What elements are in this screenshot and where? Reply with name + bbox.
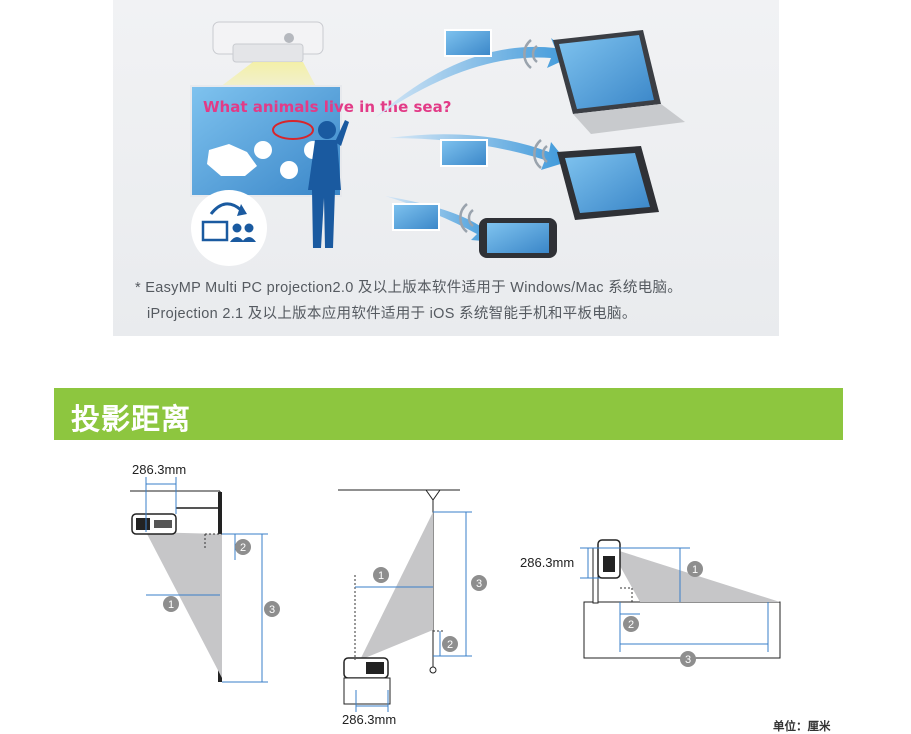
marker-2: [442, 636, 458, 652]
note-iprojection: iProjection 2.1 及以上版本应用软件适用于 iOS 系统智能手机和…: [147, 306, 637, 322]
phone-icon: [479, 218, 557, 258]
marker-3: [471, 575, 487, 591]
projection-sharing-illustration: What animals live in the sea?: [190, 21, 685, 266]
diagram-ceiling-mount: 1 3 2 286.3mm: [338, 489, 487, 727]
marker-2: [235, 539, 251, 555]
marker-3: [264, 601, 280, 617]
diagram-table-mount: 286.3mm 1 2 3: [520, 539, 781, 667]
svg-text:2: 2: [628, 619, 634, 631]
unit-label: 单位：厘米: [773, 719, 831, 733]
projection-beam: [360, 512, 433, 660]
thumbnail-3: [392, 203, 440, 231]
laptop-icon: [553, 30, 685, 134]
dimension-label: 286.3mm: [132, 462, 186, 477]
svg-text:1: 1: [168, 599, 174, 611]
marker-1: [163, 596, 179, 612]
projector-icon: [212, 21, 324, 63]
section-header: 投影距离: [54, 388, 843, 440]
dimension-label: 286.3mm: [342, 712, 396, 727]
presenter-icon: [308, 120, 349, 248]
marker-1: [687, 561, 703, 577]
dimension-label: 286.3mm: [520, 555, 574, 570]
marker-1: [373, 567, 389, 583]
svg-text:3: 3: [269, 604, 275, 616]
thumbnail-2: [440, 139, 488, 167]
svg-text:3: 3: [476, 578, 482, 590]
marker-3: [680, 651, 696, 667]
projection-distance-diagrams: 286.3mm 1 2 3 1 3: [130, 462, 781, 727]
projector-icon: [343, 657, 389, 679]
diagram-wall-mount: 286.3mm 1 2 3: [130, 462, 280, 683]
svg-text:1: 1: [378, 570, 384, 582]
section-title: 投影距离: [71, 402, 192, 436]
svg-text:1: 1: [692, 564, 698, 576]
note-easymp: * EasyMP Multi PC projection2.0 及以上版本软件适…: [135, 280, 683, 296]
projected-screen: What animals live in the sea?: [190, 85, 451, 197]
svg-text:2: 2: [240, 542, 246, 554]
projection-beam: [146, 532, 222, 678]
svg-text:3: 3: [685, 654, 691, 666]
projector-icon: [131, 513, 177, 535]
marker-2: [623, 616, 639, 632]
illustration-panel: What animals live in the sea?: [113, 0, 779, 336]
screen-title: What animals live in the sea?: [203, 98, 451, 116]
share-icon: [191, 190, 267, 266]
tablet-icon: [557, 146, 659, 220]
projector-icon: [597, 539, 621, 579]
thumbnail-1: [444, 29, 492, 57]
wifi-icons: [459, 39, 548, 233]
svg-text:2: 2: [447, 639, 453, 651]
